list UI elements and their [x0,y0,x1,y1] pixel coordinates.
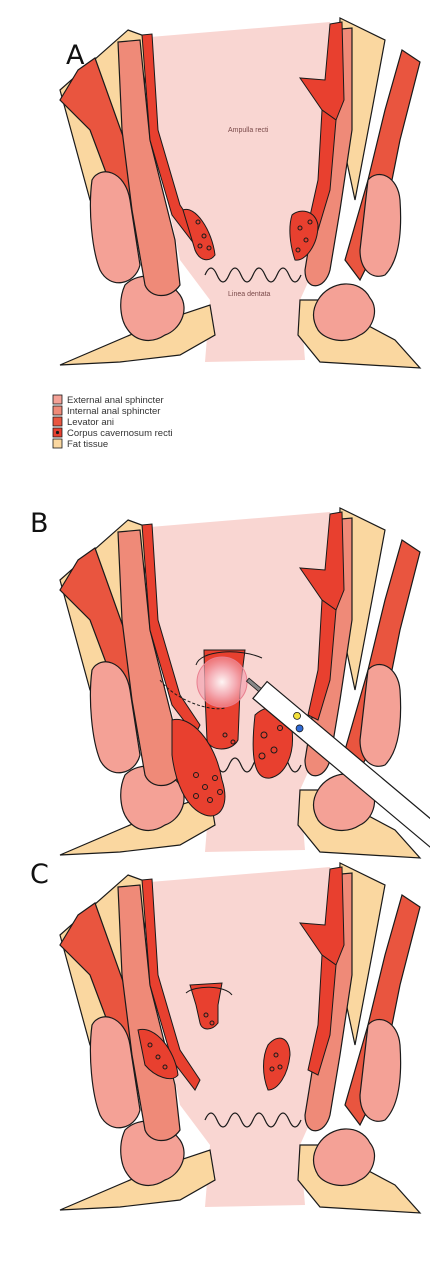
legend-item-internal-sphincter: Internal anal sphincter [53,406,160,417]
legend-label: Corpus cavernosum recti [67,428,173,439]
panel-letter-a: A [66,40,85,71]
panel-c: C [30,859,420,1213]
legend-item-levator-ani: Levator ani [53,417,114,428]
legend-label: External anal sphincter [67,395,164,406]
ampulla-recti-label: Ampulla recti [228,127,269,134]
legend-item-external-sphincter: External anal sphincter [53,395,164,406]
panel-letter-b: B [30,508,49,539]
panel-a: A Ampulla recti Linea dentata [60,18,420,368]
coagulation-glow [197,657,247,707]
panel-letter-c: C [30,859,49,890]
linea-dentata-label: Linea dentata [228,291,271,298]
legend-label: Internal anal sphincter [67,406,160,417]
legend-item-corpus-cavernosum: Corpus cavernosum recti [53,428,173,439]
legend: External anal sphincter Internal anal sp… [53,395,173,450]
legend-label: Levator ani [67,417,114,428]
legend-label: Fat tissue [67,439,108,450]
legend-item-fat-tissue: Fat tissue [53,439,108,450]
panel-b: B [30,508,430,858]
